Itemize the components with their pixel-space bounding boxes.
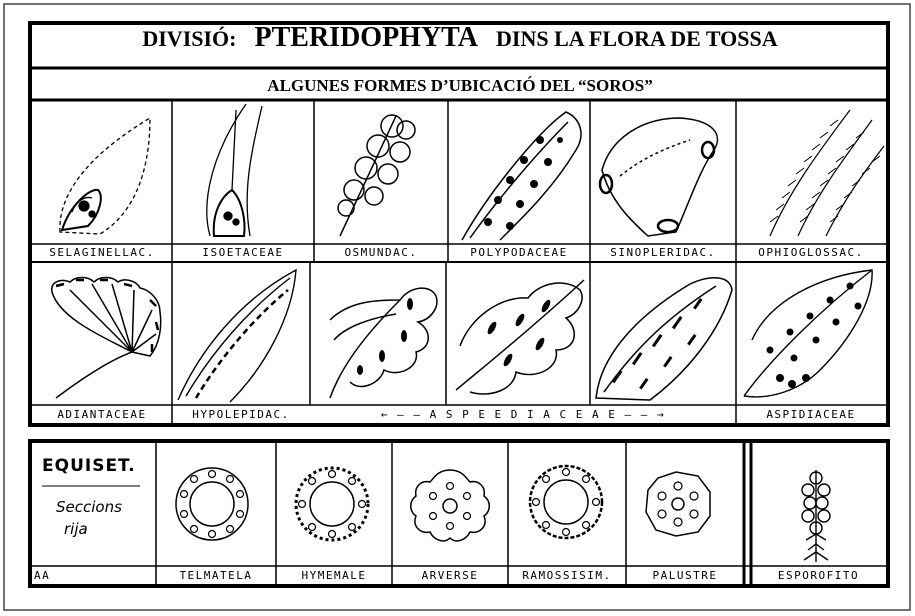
label-isoetaceae: ISOETACEAE [172,246,314,259]
ramossisim-section [530,466,602,538]
label-arverse: ARVERSE [392,569,508,582]
isoetes-drawing [207,104,262,236]
sinopteridaceae-drawing [600,118,717,236]
title-division: DIVISIÓ: [142,26,236,51]
label-aspleniaceae-span: ← — — A S P E E D I A C E A E — — → [310,408,736,421]
arverse-section [411,470,490,541]
label-adiantaceae: ADIANTACEAE [32,408,172,421]
equiset-title: EQUISET. [42,456,136,476]
aspidiaceae-drawing [744,270,872,397]
osmunda-drawing [338,115,415,236]
equiset-note-line2: rija [64,520,88,538]
label-sinopleridac: SINOPLERIDAC. [590,246,736,259]
label-palustre: PALUSTRE [626,569,744,582]
lower-grid [30,441,888,586]
aspleniaceae-drawing-2 [456,280,584,394]
label-ophioglossac: OPHIOGLOSSAC. [736,246,886,259]
equiset-corner-label: AA [34,569,74,582]
hypolepis-drawing [178,270,296,402]
esporofito-drawing [802,470,830,562]
lower-panel-border [30,441,888,586]
label-telmatela: TELMATELA [156,569,276,582]
label-selaginellac: SELAGINELLAC. [32,246,172,259]
title-flora: DINS LA FLORA DE TOSSA [496,26,778,51]
label-aspidiaceae: ASPIDIACEAE [736,408,886,421]
aspleniaceae-drawing-1 [330,288,437,398]
telmatela-section [176,468,248,540]
plate-subtitle: ALGUNES FORMES D’UBICACIÓ DEL “SOROS” [40,76,880,96]
label-esporofito: ESPOROFITO [751,569,886,582]
palustre-section [646,472,710,536]
hymemale-section [296,468,368,540]
adiantum-drawing [52,278,161,399]
label-hymemale: HYMEMALE [276,569,392,582]
polypodium-drawing [462,112,581,240]
row2-grid [30,262,888,425]
label-polypodaceae: POLYPODACEAE [448,246,590,259]
equiset-note-line1: Seccions [56,498,122,516]
label-osmundac: OSMUNDAC. [314,246,448,259]
label-hypolepidac: HYPOLEPIDAC. [172,408,310,421]
plate-title: DIVISIÓ: PTERIDOPHYTA DINS LA FLORA DE T… [40,22,880,54]
aspleniaceae-drawing-3 [596,278,732,400]
ophioglossum-drawing [770,110,884,236]
title-pteridophyta: PTERIDOPHYTA [255,22,479,53]
row1-grid [30,100,888,262]
label-ramossisim: RAMOSSISIM. [508,569,626,582]
selaginella-drawing [60,118,150,234]
